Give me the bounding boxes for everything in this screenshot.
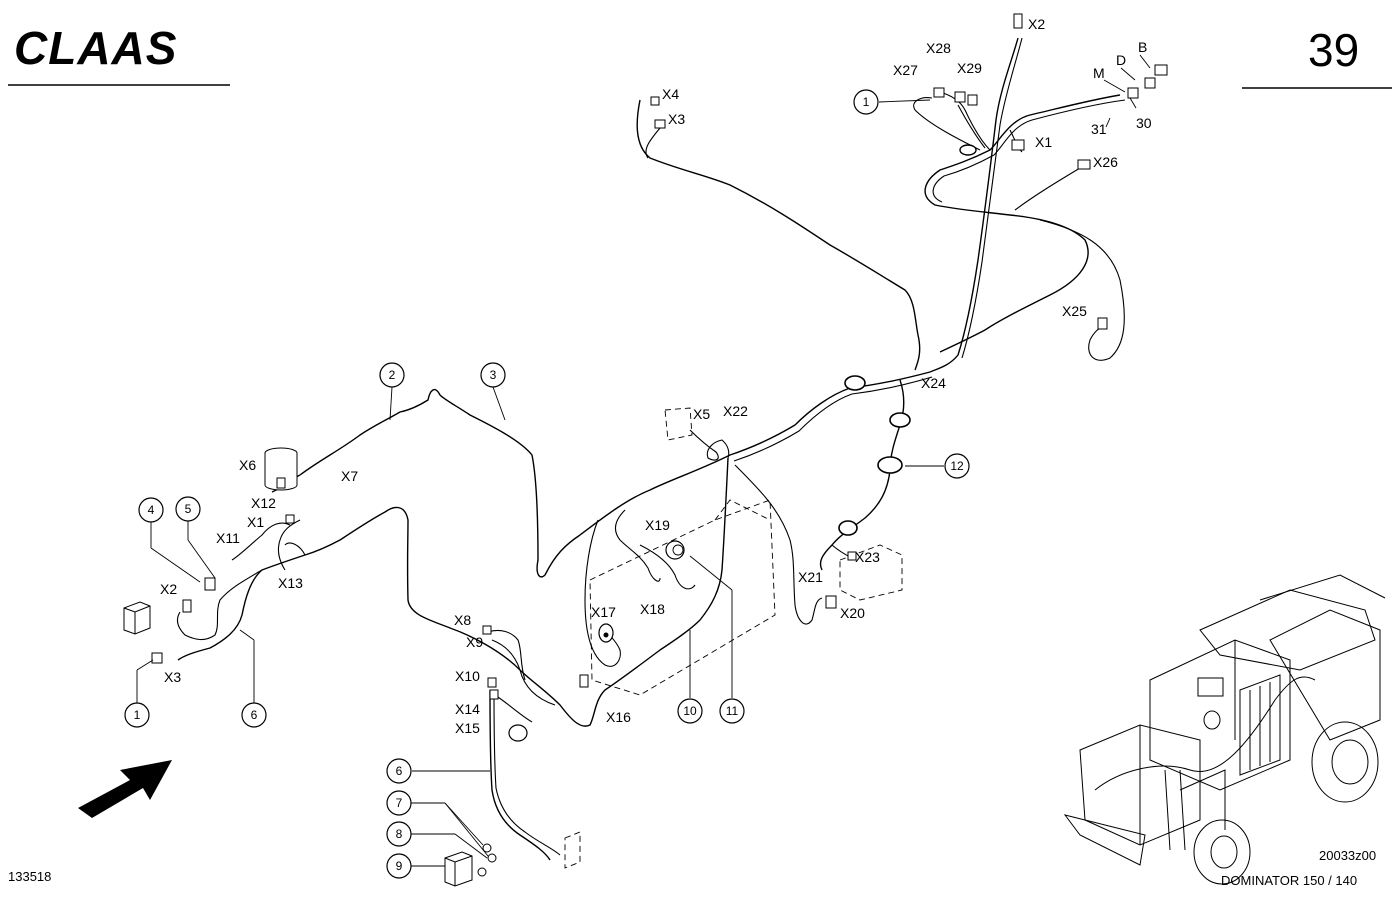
label-x20: X20 — [840, 605, 865, 621]
machine-inset-illustration — [1063, 574, 1386, 885]
callout-leaders — [136, 54, 1151, 867]
model-name: DOMINATOR 150 / 140 — [1221, 873, 1357, 888]
svg-text:11: 11 — [726, 704, 739, 718]
callout-12: 12 — [944, 453, 970, 479]
callout-11: 11 — [719, 698, 745, 724]
label-x2-left: X2 — [160, 581, 177, 597]
callout-8: 8 — [386, 821, 412, 847]
rubber-clamps — [838, 144, 977, 536]
callout-2: 2 — [379, 362, 405, 388]
x15-sensor — [508, 724, 528, 742]
relay-9-box — [444, 851, 473, 887]
callout-6-bottom: 6 — [386, 758, 412, 784]
label-30: 30 — [1136, 115, 1152, 131]
label-x9: X9 — [466, 634, 483, 650]
label-x14: X14 — [455, 701, 480, 717]
callout-3: 3 — [480, 362, 506, 388]
label-x21: X21 — [798, 569, 823, 585]
svg-text:6: 6 — [396, 764, 403, 778]
label-x2-top: X2 — [1028, 16, 1045, 32]
connector-labels: X2 X28 X27 X29 D B M 31 30 X1 X26 X4 X3 … — [160, 16, 1152, 736]
label-x1-left: X1 — [247, 514, 264, 530]
callout-7: 7 — [386, 790, 412, 816]
callout-1-left: 1 — [124, 702, 150, 728]
footer: 133518 20033z00 DOMINATOR 150 / 140 — [8, 848, 1376, 888]
label-x28: X28 — [926, 40, 951, 56]
callout-9: 9 — [386, 853, 412, 879]
label-x19: X19 — [645, 517, 670, 533]
left-relay-box — [123, 601, 151, 635]
callout-6-left: 6 — [241, 702, 267, 728]
label-x12: X12 — [251, 495, 276, 511]
header: CLAAS 39 — [8, 22, 1392, 89]
components — [123, 13, 1168, 887]
label-x16: X16 — [606, 709, 631, 725]
label-x13: X13 — [278, 575, 303, 591]
label-x15: X15 — [455, 720, 480, 736]
svg-text:7: 7 — [396, 796, 403, 810]
callout-circles: 1 2 3 4 5 1 6 12 10 11 6 7 8 9 — [124, 89, 970, 879]
svg-text:6: 6 — [251, 708, 258, 722]
connector-plugs — [151, 13, 1168, 700]
svg-text:10: 10 — [683, 704, 697, 718]
harness-wires — [176, 37, 1126, 861]
label-x27: X27 — [893, 62, 918, 78]
label-d: D — [1116, 52, 1126, 68]
label-31: 31 — [1091, 121, 1107, 137]
svg-text:4: 4 — [148, 503, 155, 517]
label-x4: X4 — [662, 86, 679, 102]
sensor-11 — [665, 540, 685, 560]
callout-1-top: 1 — [853, 89, 879, 115]
label-x29: X29 — [957, 60, 982, 76]
label-x7: X7 — [341, 468, 358, 484]
label-x10: X10 — [455, 668, 480, 684]
svg-text:1: 1 — [863, 95, 870, 109]
label-x8: X8 — [454, 612, 471, 628]
fuse-items — [477, 843, 497, 877]
label-x25: X25 — [1062, 303, 1087, 319]
brand-logo: CLAAS — [14, 22, 177, 74]
page-number: 39 — [1308, 24, 1359, 76]
label-x18: X18 — [640, 601, 665, 617]
x17-switch — [598, 623, 614, 643]
direction-arrow — [78, 760, 172, 818]
label-x17: X17 — [591, 604, 616, 620]
x6-cylinder-component — [264, 447, 298, 491]
label-x23: X23 — [855, 549, 880, 565]
svg-text:12: 12 — [950, 459, 964, 473]
label-x3-top: X3 — [668, 111, 685, 127]
svg-text:2: 2 — [389, 368, 396, 382]
dashed-outlines — [564, 407, 903, 869]
svg-text:3: 3 — [490, 368, 497, 382]
label-x22: X22 — [723, 403, 748, 419]
label-x5: X5 — [693, 406, 710, 422]
label-x11: X11 — [216, 530, 240, 546]
svg-text:5: 5 — [185, 502, 192, 516]
callout-5: 5 — [175, 496, 201, 522]
label-x26: X26 — [1093, 154, 1118, 170]
label-x3-left: X3 — [164, 669, 181, 685]
svg-text:1: 1 — [134, 708, 141, 722]
label-x24: X24 — [921, 375, 946, 391]
svg-text:9: 9 — [396, 859, 403, 873]
label-m: M — [1093, 65, 1105, 81]
callout-4: 4 — [138, 497, 164, 523]
label-x1-top: X1 — [1035, 134, 1052, 150]
drawing-id: 133518 — [8, 869, 51, 884]
svg-text:8: 8 — [396, 827, 403, 841]
label-b: B — [1138, 39, 1147, 55]
callout-10: 10 — [677, 698, 703, 724]
label-x6: X6 — [239, 457, 256, 473]
figure-code: 20033z00 — [1319, 848, 1376, 863]
